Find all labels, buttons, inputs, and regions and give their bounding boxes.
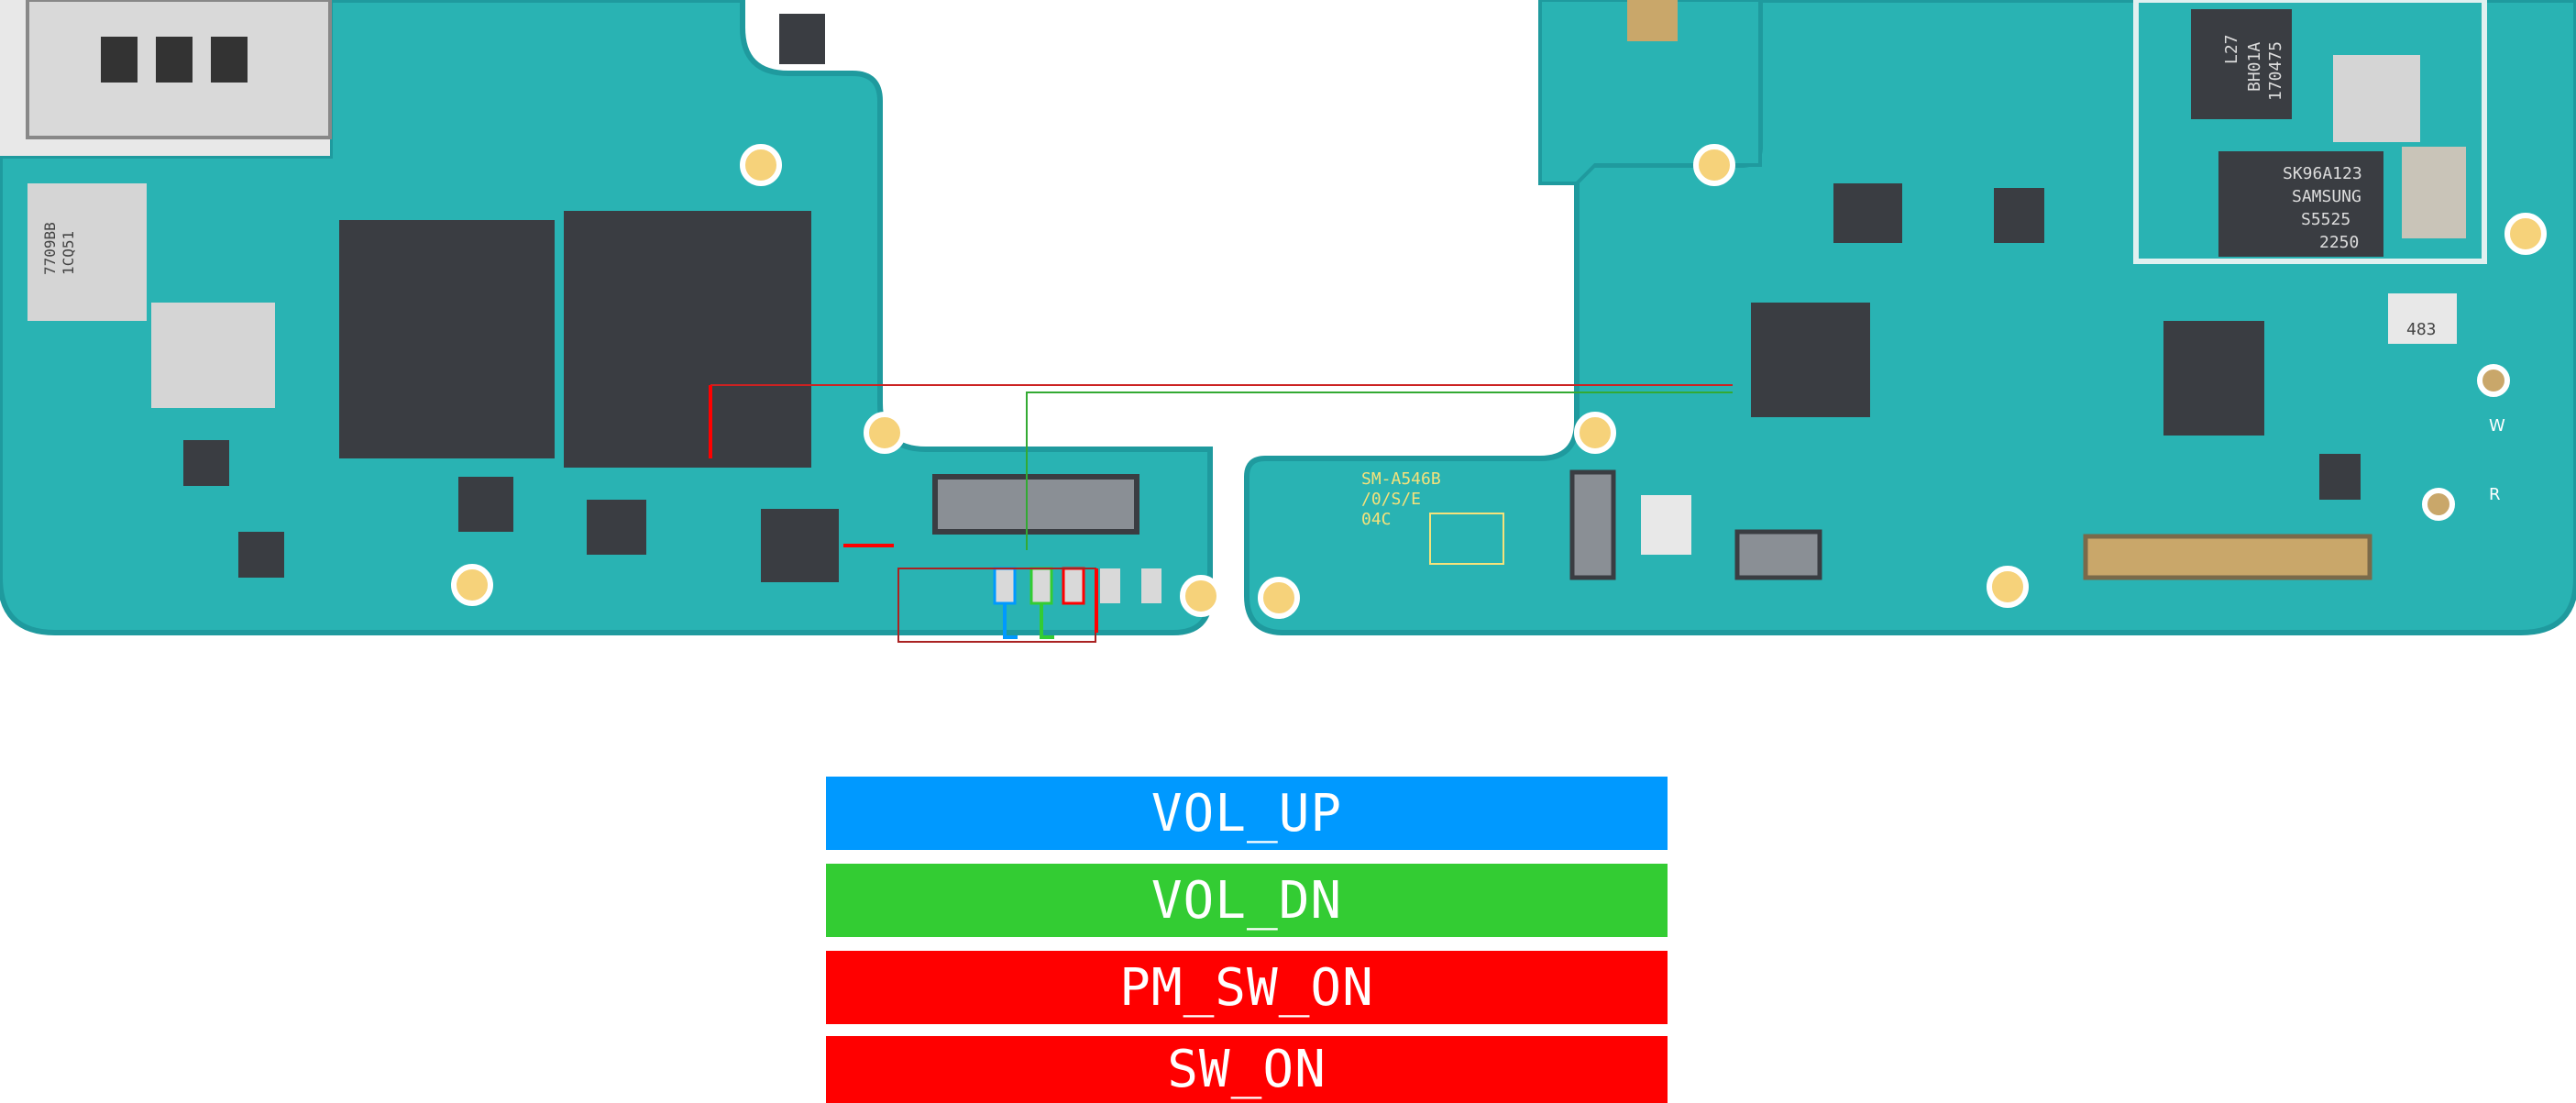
cpu-bga [339, 220, 555, 458]
chip-left-marking-2: 1CQ51 [60, 231, 77, 275]
trace-vol-up [1003, 603, 1018, 639]
power-pad-3 [1141, 568, 1161, 603]
trace-vol-dn [1040, 603, 1054, 639]
mount-hole-3 [451, 564, 493, 606]
chip-right-small-label [2388, 293, 2457, 344]
chip-small-left-3 [183, 440, 229, 486]
chip-small-left-4 [238, 532, 284, 578]
chip-right-marking-2: BH01A [2245, 42, 2264, 92]
chip-right-marking-1: L27 [2222, 34, 2241, 64]
chip-small-left-1 [458, 477, 513, 532]
connector-left [932, 474, 1139, 535]
chip-right-bga [1751, 303, 1870, 417]
legend-vol-dn: VOL_DN [826, 864, 1668, 937]
connector-right [2083, 534, 2372, 580]
mount-hole-9 [2504, 213, 2547, 255]
chip-right-3 [2163, 321, 2264, 436]
legend-vol-up: VOL_UP [826, 777, 1668, 850]
mount-hole-4 [1180, 575, 1222, 617]
chip-small-left-5 [779, 14, 825, 64]
mount-hole-1 [740, 144, 782, 186]
chip-right-2 [2218, 151, 2383, 257]
board-variant-text: /0/S/E [1361, 490, 1421, 509]
label-r: R [2489, 485, 2501, 504]
board-model-text: SM-A546B [1361, 469, 1441, 489]
connector-right-small-2 [1734, 529, 1822, 580]
legend-pm-sw-on: PM_SW_ON [826, 951, 1668, 1024]
chip-small-bga-left [761, 509, 839, 582]
chip-right-6 [2319, 454, 2361, 500]
chip-right-marking-6: S5525 [2301, 210, 2350, 229]
chip-right-4 [1833, 183, 1902, 243]
chip-small-left-2 [587, 500, 646, 555]
antenna-r [2422, 488, 2455, 521]
mount-hole-8 [1987, 566, 2029, 608]
legend-sw-on-label: SW_ON [1167, 1040, 1327, 1099]
legend-vol-dn-label: VOL_DN [1150, 870, 1343, 931]
board-rev-text: 04C [1361, 510, 1392, 529]
chip-left-marking-1: 7709BB [41, 222, 59, 275]
power-pad-1 [1062, 567, 1085, 605]
chip-right-1 [2191, 9, 2292, 119]
mount-hole-5 [1258, 577, 1300, 619]
chip-right-shield-2 [2402, 147, 2466, 238]
mount-hole-7 [1693, 144, 1735, 186]
pcb-board-diagram: 7709BB 1CQ51 L27 BH01A 170475 SK96A123 S… [0, 0, 2576, 643]
board-pad-grid [1429, 513, 1504, 565]
chip-right-marking-5: SAMSUNG [2292, 187, 2361, 206]
chip-right-small-2 [1627, 0, 1678, 41]
legend-vol-up-label: VOL_UP [1150, 783, 1343, 844]
chip-right-marking-3: 170475 [2266, 41, 2285, 101]
legend-sw-on: SW_ON [826, 1036, 1668, 1103]
label-w: W [2489, 416, 2505, 436]
vol-up-pad [993, 567, 1017, 605]
vol-dn-pad [1029, 567, 1053, 605]
chip-shield-left [28, 183, 147, 321]
mount-hole-6 [1574, 412, 1616, 454]
trace-vol-dn-top [1026, 392, 1733, 550]
antenna-w [2477, 364, 2510, 397]
chip-right-marking-483: 483 [2406, 320, 2437, 339]
chip-right-marking-4: SK96A123 [2283, 164, 2362, 183]
power-pad-2 [1100, 568, 1120, 603]
connector-right-small [1569, 469, 1616, 580]
chip-right-shield-1 [2333, 55, 2420, 142]
mount-hole-2 [864, 412, 906, 454]
pcb-top-right-strip [1538, 0, 1762, 185]
legend-pm-sw-on-label: PM_SW_ON [1119, 957, 1374, 1018]
chip-right-small-1 [1641, 495, 1691, 555]
chip-right-5 [1994, 188, 2044, 243]
memory-chip [564, 211, 811, 468]
chip-shield-left-2 [151, 303, 275, 408]
chip-right-marking-7: 2250 [2319, 233, 2359, 252]
